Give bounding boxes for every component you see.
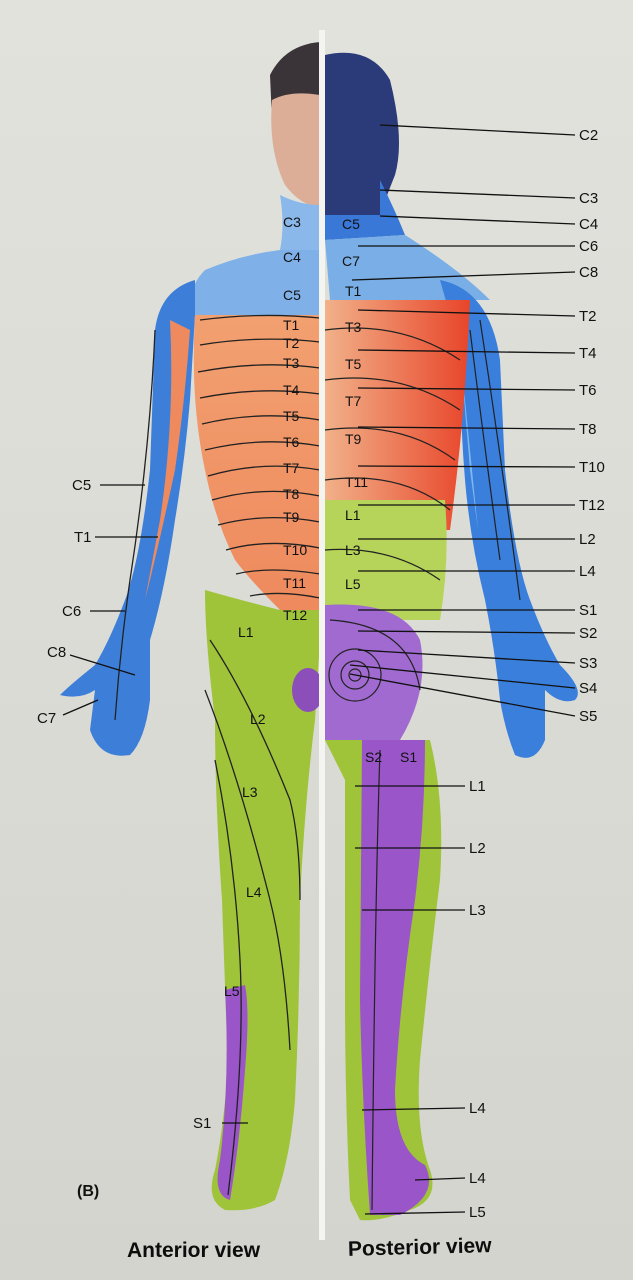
posterior-label-t7: T7 <box>345 393 362 409</box>
posterior-label-c7: C7 <box>342 253 360 269</box>
anterior-label-t11: T11 <box>283 575 307 591</box>
caption-posterior-view: Posterior view <box>347 1234 492 1261</box>
callout-c8: C8 <box>579 264 599 281</box>
callout-leg-l1: L1 <box>469 778 486 795</box>
callout-leader-lines <box>62 124 576 1215</box>
arm-label-c6: C6 <box>62 603 82 620</box>
caption-anterior-view: Anterior view <box>127 1239 261 1262</box>
posterior-label-t9: T9 <box>345 431 362 447</box>
arm-label-c7: C7 <box>37 710 57 727</box>
anterior-label-t6: T6 <box>283 434 300 450</box>
callout-l4: L4 <box>579 563 596 580</box>
anterior-label-t2: T2 <box>283 335 300 351</box>
anterior-label-t3: T3 <box>283 355 300 371</box>
callout-leg-l2: L2 <box>469 840 486 857</box>
callout-t12: T12 <box>579 497 605 514</box>
callout-c3: C3 <box>579 190 599 207</box>
arm-label-t1: T1 <box>74 529 92 546</box>
posterior-label-c5: C5 <box>342 216 360 232</box>
anterior-label-t1: T1 <box>283 317 300 333</box>
posterior-label-t11: T11 <box>345 474 369 490</box>
callout-c2: C2 <box>579 127 599 144</box>
callout-s4: S4 <box>579 680 598 697</box>
anterior-label-t9: T9 <box>283 509 300 525</box>
callout-t2: T2 <box>579 308 597 325</box>
anterior-label-t8: T8 <box>283 486 300 502</box>
anterior-figure <box>60 42 324 1211</box>
anterior-label-t10: T10 <box>283 542 308 558</box>
posterior-label-l3: L3 <box>345 542 361 558</box>
callout-leg-l3: L3 <box>469 902 486 919</box>
callout-leg-l4: L4 <box>469 1100 486 1117</box>
anterior-label-l3: L3 <box>242 784 258 800</box>
figure-panel-tag: (B) <box>77 1183 100 1200</box>
anterior-label-c4: C4 <box>283 249 301 265</box>
posterior-label-t1: T1 <box>345 283 362 299</box>
anterior-label-c5: C5 <box>283 287 301 303</box>
anterior-label-l5: L5 <box>224 983 240 999</box>
callout-t4: T4 <box>579 345 597 362</box>
posterior-label-l5: L5 <box>345 576 361 592</box>
arm-label-c8: C8 <box>47 644 67 661</box>
posterior-figure <box>324 52 578 1221</box>
callout-s5: S5 <box>579 708 598 725</box>
callout-t10: T10 <box>579 459 605 476</box>
callout-l2: L2 <box>579 531 596 548</box>
anterior-label-t12: T12 <box>283 607 308 623</box>
callout-s3: S3 <box>579 655 598 672</box>
callout-t6: T6 <box>579 382 597 399</box>
anterior-label-l4: L4 <box>246 884 262 900</box>
callout-s2: S2 <box>579 625 598 642</box>
anterior-label-t4: T4 <box>283 382 300 398</box>
callout-heel-l5: L5 <box>469 1204 486 1221</box>
anterior-label-l1: L1 <box>238 624 254 640</box>
anterior-label-t7: T7 <box>283 460 300 476</box>
anterior-label-t5: T5 <box>283 408 300 424</box>
anterior-label-l2: L2 <box>250 711 266 727</box>
arm-label-c5: C5 <box>72 477 92 494</box>
callout-t8: T8 <box>579 421 597 438</box>
callout-c6: C6 <box>579 238 599 255</box>
posterior-label-s1: S1 <box>400 749 418 765</box>
posterior-label-l1: L1 <box>345 507 361 523</box>
posterior-label-s2: S2 <box>365 749 383 765</box>
view-divider <box>319 30 325 1240</box>
callout-heel-l4: L4 <box>469 1170 486 1187</box>
foot-label-s1: S1 <box>193 1115 212 1132</box>
callout-s1: S1 <box>579 602 598 619</box>
callout-c4: C4 <box>579 216 599 233</box>
posterior-label-t3: T3 <box>345 319 362 335</box>
anterior-label-c3: C3 <box>283 214 301 230</box>
posterior-label-t5: T5 <box>345 356 362 372</box>
